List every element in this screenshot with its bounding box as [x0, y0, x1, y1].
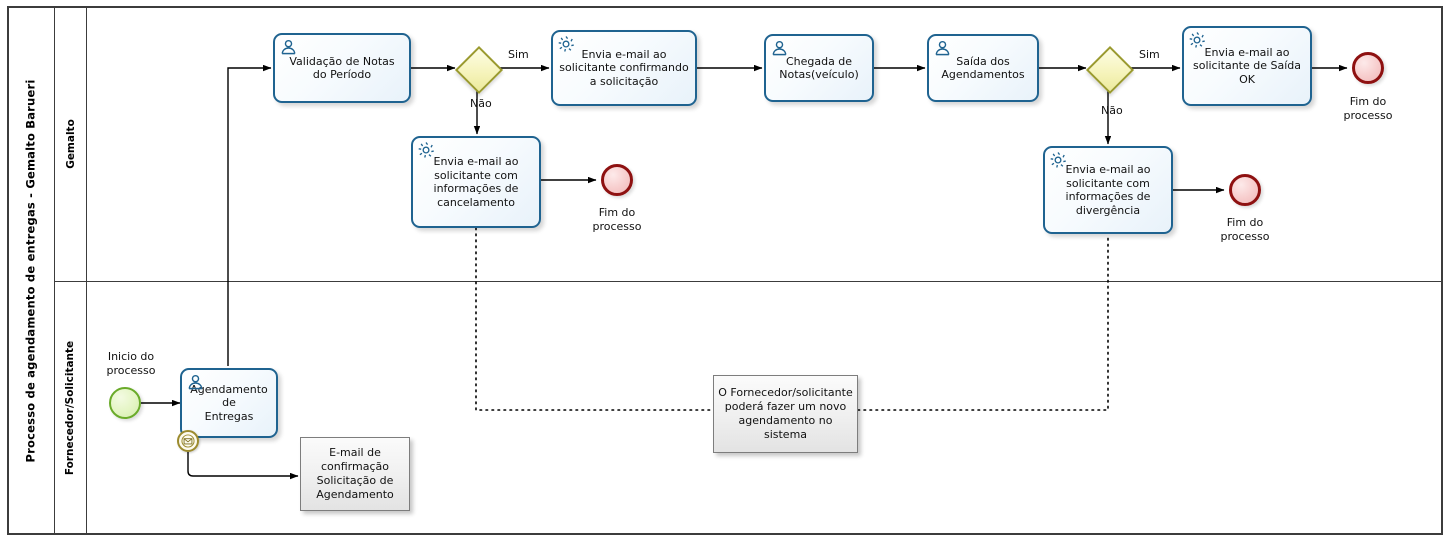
lane-header-fornecedor: Fornecedor/Solicitante [55, 281, 87, 535]
message-boundary-event-icon[interactable] [177, 430, 199, 452]
task-label: Agendamento de Entregas [190, 382, 268, 423]
task-email-confirmacao[interactable]: Envia e-mail ao solicitante confirmando … [551, 30, 697, 106]
task-label: Validação de Notas do Período [289, 54, 395, 82]
user-task-icon [186, 373, 205, 392]
user-task-icon [279, 38, 298, 57]
task-label: Envia e-mail ao solicitante com informaç… [1065, 163, 1151, 217]
end-event-divergencia-label: Fim do processo [1220, 216, 1270, 243]
lane-label-fornecedor: Fornecedor/Solicitante [64, 340, 77, 476]
end-event-cancelamento[interactable] [601, 164, 633, 196]
task-label: Envia e-mail ao solicitante confirmando … [559, 47, 689, 88]
service-task-gear-icon [1049, 151, 1068, 170]
task-label: Chegada de Notas(veículo) [779, 54, 859, 82]
task-label: Saída dos Agendamentos [941, 54, 1025, 82]
task-email-saida-ok[interactable]: Envia e-mail ao solicitante de Saída OK [1182, 26, 1312, 106]
lane-divider [55, 281, 1443, 282]
lane-header-gemalto: Gemalto [55, 6, 87, 281]
flow-label-gw2-sim: Sim [1139, 48, 1160, 61]
task-agendamento-entregas[interactable]: Agendamento de Entregas [180, 368, 278, 438]
task-validacao-notas[interactable]: Validação de Notas do Período [273, 33, 411, 103]
user-task-icon [770, 39, 789, 58]
end-event-cancelamento-label: Fim do processo [592, 206, 642, 233]
end-event-saida-ok-label: Fim do processo [1343, 95, 1393, 122]
data-object-email-confirmacao: E-mail de confirmação Solicitação de Age… [300, 437, 410, 511]
service-task-gear-icon [1188, 31, 1207, 50]
flow-label-gw1-nao: Não [470, 97, 492, 110]
end-event-divergencia[interactable] [1229, 174, 1261, 206]
start-event-label: Inicio do processo [106, 350, 156, 377]
task-label: Envia e-mail ao solicitante de Saída OK [1192, 45, 1302, 86]
end-event-saida-ok[interactable] [1352, 52, 1384, 84]
text-annotation: O Fornecedor/solicitante poderá fazer um… [713, 375, 858, 453]
task-email-cancelamento[interactable]: Envia e-mail ao solicitante com informaç… [411, 136, 541, 228]
flow-label-gw1-sim: Sim [508, 48, 529, 61]
service-task-gear-icon [557, 35, 576, 54]
service-task-gear-icon [417, 141, 436, 160]
pool-title-label: Processo de agendamento de entregas - Ge… [23, 79, 38, 462]
lane-label-gemalto: Gemalto [64, 118, 77, 169]
task-label: Envia e-mail ao solicitante com informaç… [433, 155, 519, 209]
start-event[interactable] [109, 387, 141, 419]
task-saida-agendamentos[interactable]: Saída dos Agendamentos [927, 34, 1039, 102]
task-email-divergencia[interactable]: Envia e-mail ao solicitante com informaç… [1043, 146, 1173, 234]
data-object-label: E-mail de confirmação Solicitação de Age… [316, 446, 394, 501]
user-task-icon [933, 39, 952, 58]
text-annotation-label: O Fornecedor/solicitante poderá fazer um… [718, 386, 853, 441]
pool-title: Processo de agendamento de entregas - Ge… [7, 6, 55, 535]
task-chegada-notas[interactable]: Chegada de Notas(veículo) [764, 34, 874, 102]
flow-label-gw2-nao: Não [1101, 104, 1123, 117]
